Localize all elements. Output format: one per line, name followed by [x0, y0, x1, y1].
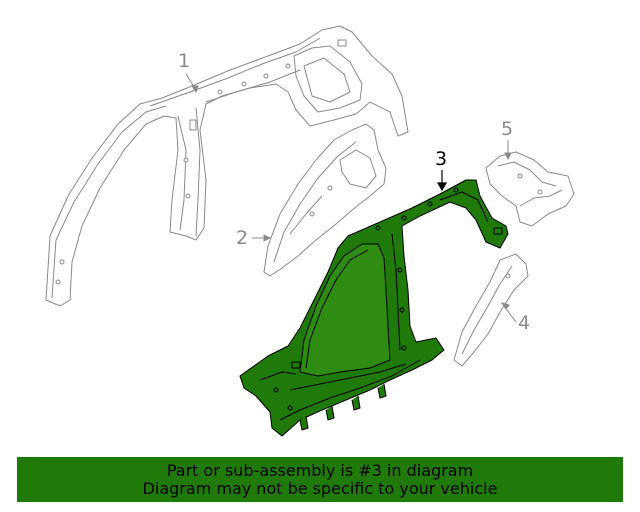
banner-line-1: Part or sub-assembly is #3 in diagram	[166, 460, 474, 480]
callout-5: 5	[501, 118, 514, 140]
part-4-pillar-reinforcement	[453, 253, 529, 367]
leader-3-arrowhead	[436, 182, 448, 192]
callout-4: 4	[518, 312, 531, 334]
leader-2-arrowhead	[263, 234, 272, 242]
part-info-banner: Part or sub-assembly is #3 in diagram Di…	[17, 457, 623, 502]
banner-line-2: Diagram may not be specific to your vehi…	[142, 478, 498, 498]
callout-3: 3	[435, 148, 448, 170]
parts-diagram	[45, 25, 575, 437]
leader-5-arrowhead	[504, 152, 512, 161]
callout-1: 1	[178, 50, 191, 72]
leader-4-arrowhead	[500, 302, 510, 310]
part-2-quarter-inner	[263, 123, 387, 277]
leader-1-arrowhead	[191, 85, 199, 94]
part-3-side-outer-highlighted	[239, 179, 509, 437]
callout-2: 2	[236, 227, 249, 249]
part-5-bracket	[485, 151, 575, 227]
part-1-roof-rail-panel	[45, 25, 409, 307]
